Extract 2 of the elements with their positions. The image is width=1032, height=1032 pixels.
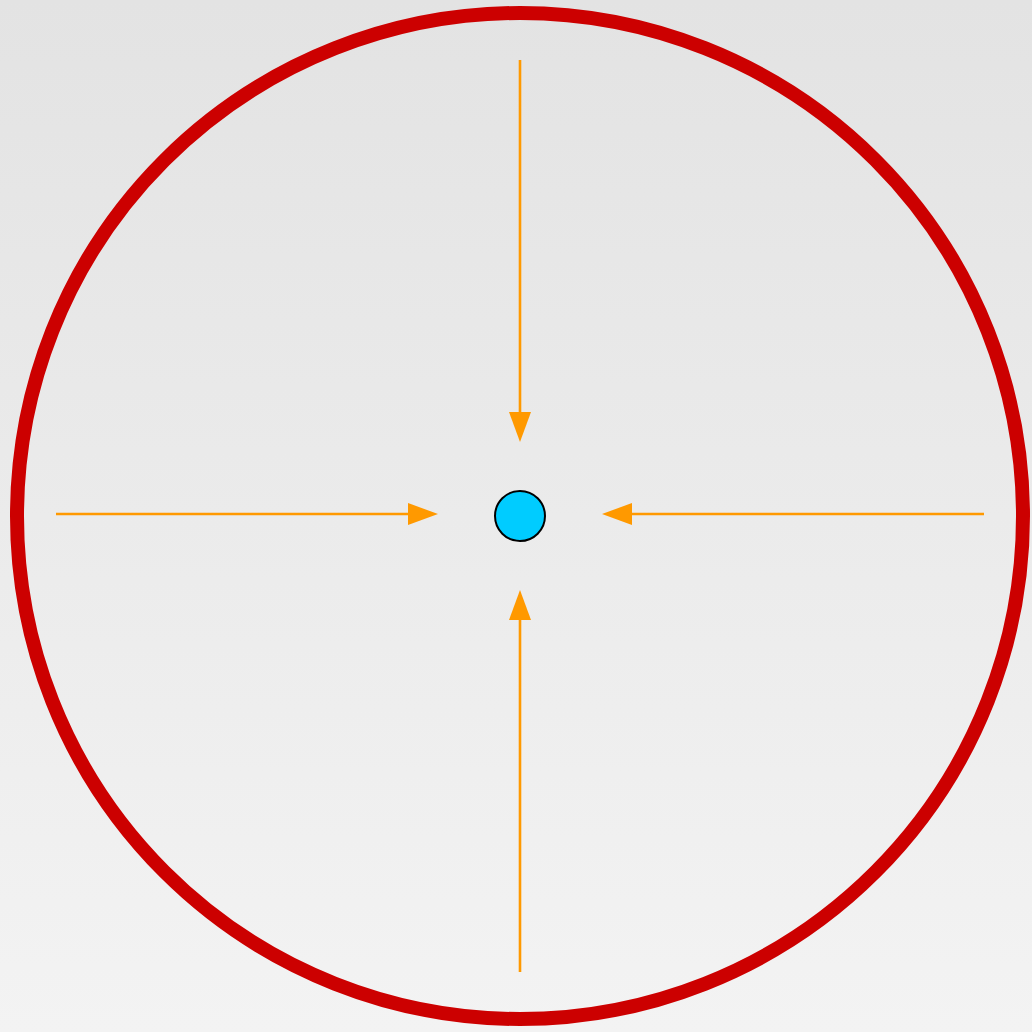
circle-outline <box>10 6 1030 1026</box>
particle-circle <box>494 490 546 542</box>
